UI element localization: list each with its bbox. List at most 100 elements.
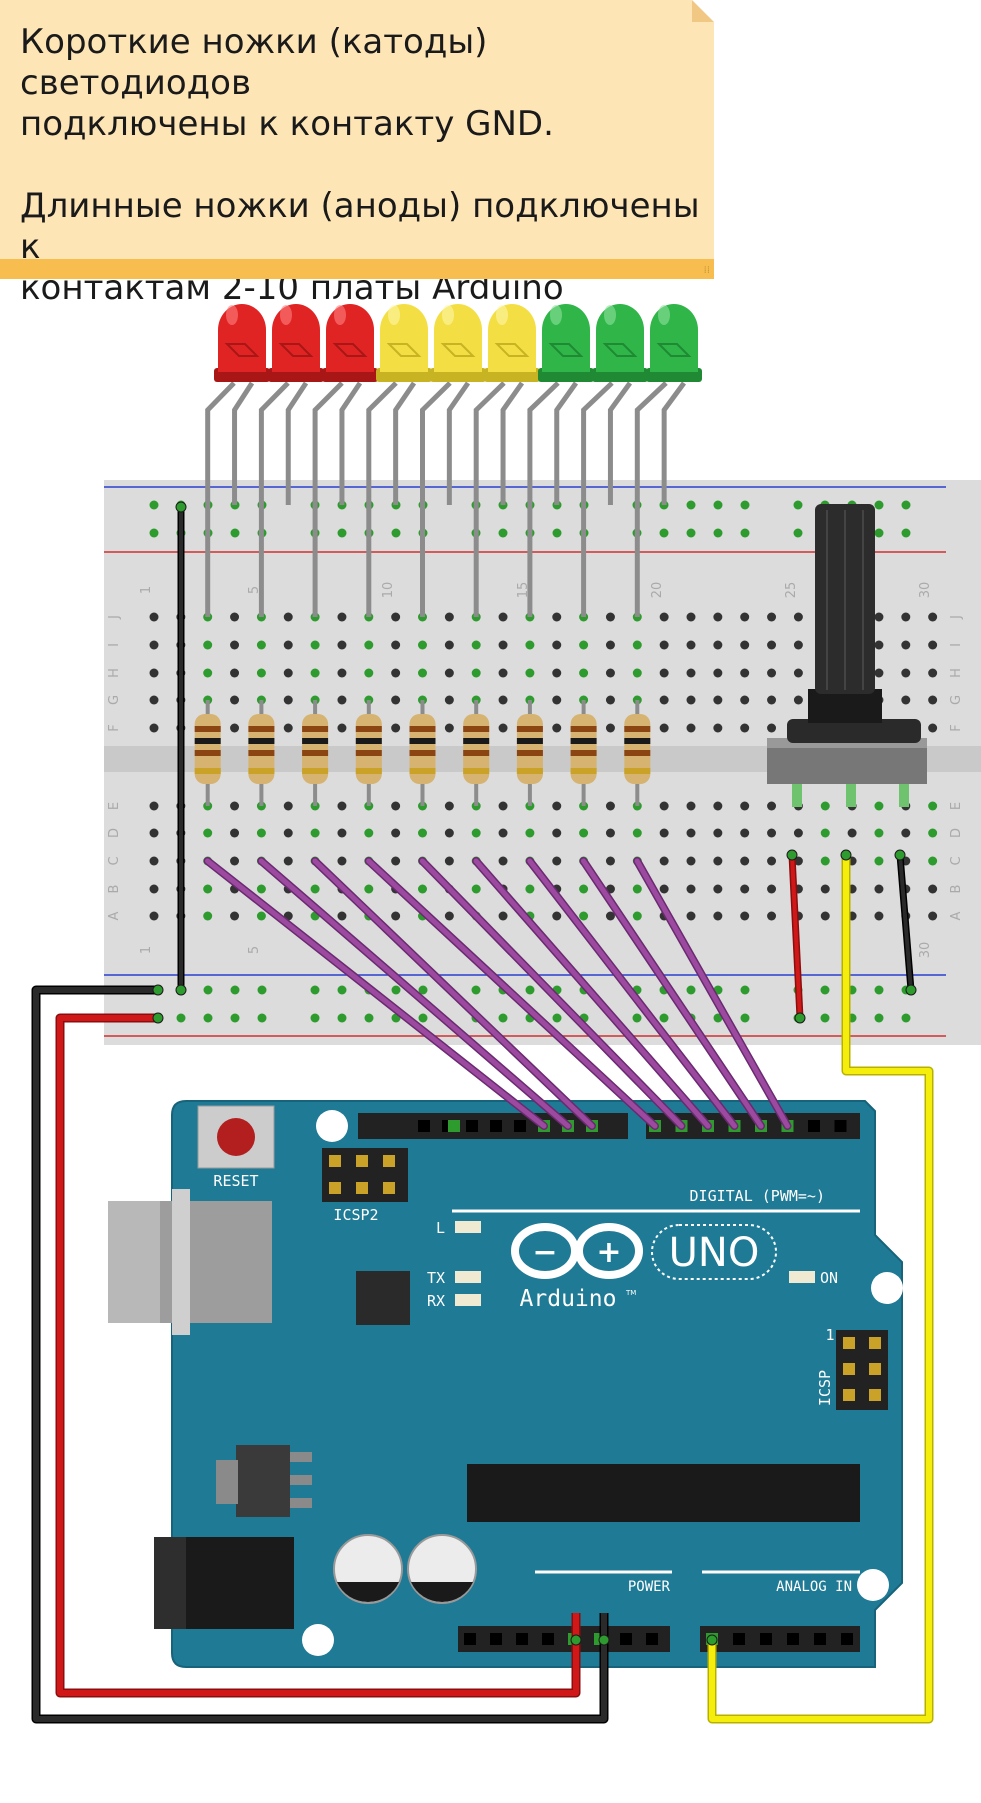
- breadboard-hole: [713, 911, 723, 921]
- breadboard-hole: [283, 828, 293, 838]
- l-led: [455, 1221, 481, 1233]
- breadboard-hole: [391, 801, 401, 811]
- breadboard-hole: [203, 884, 213, 894]
- breadboard-hole: [149, 911, 159, 921]
- breadboard-hole: [149, 612, 159, 622]
- power-rail-hole: [149, 500, 159, 510]
- breadboard-hole: [391, 911, 401, 921]
- breadboard-hole: [713, 640, 723, 650]
- breadboard-hole: [820, 828, 830, 838]
- breadboard-hole: [149, 640, 159, 650]
- breadboard-hole: [471, 668, 481, 678]
- wire-a0-yellow: [709, 855, 932, 1722]
- resistor-band: [516, 726, 543, 732]
- icsp-pin: [843, 1389, 855, 1401]
- digital-header-pin: [808, 1120, 820, 1132]
- breadboard-hole: [283, 695, 293, 705]
- led-green: [538, 304, 594, 382]
- led-anode-leg: [661, 381, 687, 505]
- mount-hole-bottom-right: [857, 1569, 889, 1601]
- led-dome: [218, 304, 266, 372]
- power-rail-hole: [498, 528, 508, 538]
- l-label: L: [436, 1219, 445, 1237]
- breadboard-hole: [740, 884, 750, 894]
- reset-button[interactable]: [197, 1105, 275, 1169]
- power-rail-hole: [686, 985, 696, 995]
- led-highlight: [226, 305, 238, 325]
- breadboard-hole: [337, 640, 347, 650]
- power-rail-hole: [257, 1013, 267, 1023]
- led-dome: [596, 304, 644, 372]
- breadboard-hole: [767, 911, 777, 921]
- power-rail-hole: [686, 500, 696, 510]
- breadboard-hole: [686, 856, 696, 866]
- breadboard-hole: [820, 884, 830, 894]
- breadboard-hole: [203, 640, 213, 650]
- breadboard-hole: [928, 801, 938, 811]
- led-cathode-leg: [205, 381, 236, 617]
- breadboard-hole: [632, 911, 642, 921]
- breadboard-hole: [659, 612, 669, 622]
- power-rail-hole: [552, 528, 562, 538]
- power-rail-hole: [257, 985, 267, 995]
- led-anvil: [656, 343, 692, 357]
- on-label: ON: [820, 1269, 838, 1287]
- col-number-5-bottom: 5: [247, 946, 262, 954]
- breadboard-hole: [230, 695, 240, 705]
- icsp-pin: [843, 1363, 855, 1375]
- model-label: UNO: [669, 1230, 760, 1276]
- breadboard-hole: [767, 828, 777, 838]
- breadboard-hole: [928, 884, 938, 894]
- resistor-band: [302, 768, 329, 774]
- breadboard-hole: [740, 640, 750, 650]
- breadboard-hole: [256, 911, 266, 921]
- power-rail-hole: [632, 1013, 642, 1023]
- breadboard-hole: [552, 668, 562, 678]
- breadboard-row-labels: J I H G F E D C B A J I H G F E D C B A: [107, 615, 964, 920]
- power-jack-face: [154, 1537, 186, 1629]
- breadboard-hole: [498, 856, 508, 866]
- breadboard-hole: [928, 695, 938, 705]
- power-header-pin: [464, 1633, 476, 1645]
- led-red: [214, 304, 270, 382]
- icsp2-pin: [329, 1155, 341, 1167]
- led-cathode-leg: [473, 381, 506, 617]
- power-rail-hole: [740, 985, 750, 995]
- breadboard-hole: [605, 612, 615, 622]
- breadboard-hole: [659, 723, 669, 733]
- breadboard-hole: [391, 828, 401, 838]
- breadboard-hole: [713, 723, 723, 733]
- breadboard-hole: [632, 640, 642, 650]
- resistor: [355, 714, 382, 784]
- led-yellow: [376, 304, 432, 382]
- row-label-f-right: F: [949, 724, 964, 731]
- power-rail-hole: [525, 985, 535, 995]
- capacitor-2-stripe: [411, 1582, 473, 1603]
- row-label-d-right: D: [949, 828, 964, 838]
- breadboard-hole: [498, 723, 508, 733]
- resistor-band: [248, 768, 275, 774]
- breadboard-hole: [686, 640, 696, 650]
- led-anvil: [494, 343, 530, 357]
- breadboard-hole: [579, 668, 589, 678]
- breadboard-hole: [686, 828, 696, 838]
- led-legs: [205, 381, 687, 617]
- breadboard-hole: [659, 828, 669, 838]
- usb-port-face: [108, 1201, 160, 1323]
- wire-end-connector: [570, 1634, 582, 1646]
- led-highlight: [334, 305, 346, 325]
- icsp-pin: [869, 1389, 881, 1401]
- breadboard-hole: [391, 612, 401, 622]
- reset-button-cap[interactable]: [217, 1118, 255, 1156]
- regulator-pin: [290, 1475, 312, 1485]
- breadboard-hole: [874, 828, 884, 838]
- breadboard-hole: [713, 856, 723, 866]
- wire-end-connector: [840, 849, 852, 861]
- breadboard-hole: [767, 668, 777, 678]
- breadboard-hole: [713, 828, 723, 838]
- breadboard-hole: [230, 828, 240, 838]
- anode-wire: [312, 858, 595, 1129]
- resistor-band: [624, 750, 651, 756]
- anode-wire: [258, 858, 571, 1129]
- col-number-15: 15: [516, 582, 531, 599]
